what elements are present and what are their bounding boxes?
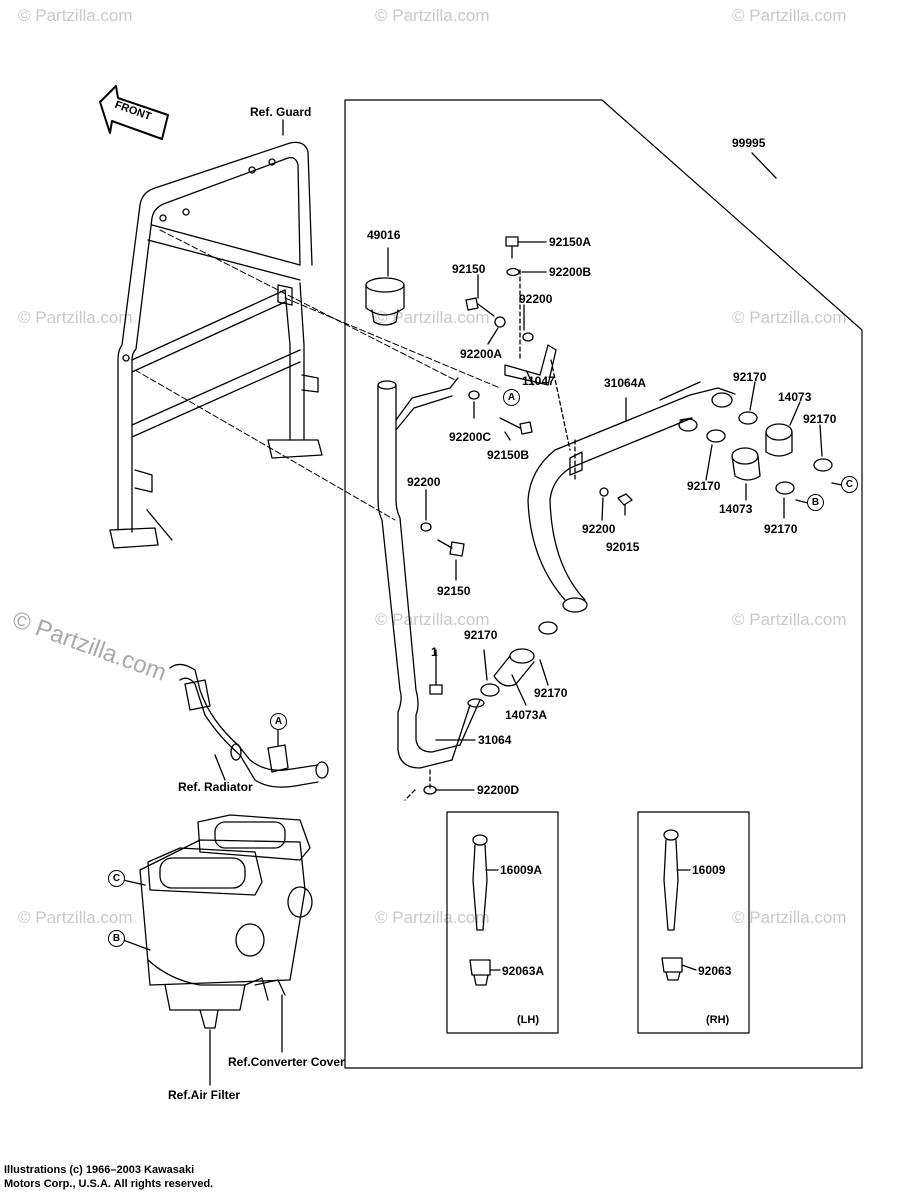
bolt-92150A [505,236,519,259]
hose-14073-b [731,447,761,481]
part-label-31064A: 31064A [604,376,647,390]
part-label-14073-a: 14073 [778,390,812,404]
part-label-1: 1 [431,645,438,659]
watermark: © Partzilla.com [375,610,490,629]
breather-tube-a [527,381,736,613]
hose-14073-a [765,423,793,457]
bolt-92150B [499,417,533,435]
part-label-92170-c: 92170 [687,479,721,493]
dipstick-16009A [469,834,491,986]
part-label-92015: 92015 [606,540,640,554]
part-label-92200-left: 92200 [407,475,441,489]
part-label-16009: 16009 [692,863,726,877]
clamp-92170-a [738,411,758,425]
watermark: © Partzilla.com [18,308,133,327]
part-label-92200C: 92200C [449,430,492,444]
part-label-99995: 99995 [732,136,766,150]
watermark: © Partzilla.com [732,908,847,927]
ref-radiator-label: Ref. Radiator [178,780,253,794]
copyright-credit: Illustrations (c) 1966–2003 Kawasaki Mot… [4,1163,213,1191]
clamp-92170-f [480,683,500,697]
part-label-31064: 31064 [478,733,512,747]
washer-92200-left [420,522,432,532]
kit-outline [344,99,863,1069]
part-label-92150A: 92150A [549,235,592,249]
callout-b-cover: B [108,930,125,947]
credit-line-2: Motors Corp., U.S.A. All rights reserved… [4,1178,214,1190]
callout-a-radiator: A [270,713,287,730]
washer-92200C [468,390,480,400]
breather-tube [377,377,485,801]
bolt-92150-left [437,539,465,557]
clamp-bracket [504,269,571,451]
clamp-92170-b [706,429,726,443]
rh-box-label: (RH) [706,1014,730,1026]
watermark: © Partzilla.com [732,6,847,25]
watermark: © Partzilla.com [375,908,490,927]
washer-92200 [522,332,534,342]
nut-92015 [617,493,633,506]
bolt-1 [429,659,443,695]
rh-box [637,811,750,1034]
watermark: © Partzilla.com [18,908,133,927]
part-label-92200B: 92200B [549,265,592,279]
front-arrow-icon [99,85,169,140]
dipstick-16009 [661,829,683,981]
part-label-49016: 49016 [367,228,401,242]
part-label-92150B: 92150B [487,448,530,462]
callout-c-hose: C [841,476,858,493]
watermark: © Partzilla.com [732,610,847,629]
guard-frame [109,119,323,549]
part-label-92150: 92150 [452,262,486,276]
ref-air-filter-label: Ref.Air Filter [168,1088,241,1102]
part-label-14073-b: 14073 [719,502,753,516]
clamp-92170-d [775,481,795,495]
clamp-92170-c [813,458,833,472]
part-label-92200D: 92200D [477,783,520,797]
callout-c-cover: C [108,870,125,887]
breather-cap [365,247,405,326]
watermark: © Partzilla.com [375,6,490,25]
converter-cover [139,814,313,1086]
part-label-92170-d: 92170 [764,522,798,536]
part-label-14073A: 14073A [505,708,548,722]
credit-line-1: Illustrations (c) 1966–2003 Kawasaki [4,1164,195,1176]
lh-box-label: (LH) [517,1014,539,1026]
part-label-92063: 92063 [698,964,732,978]
part-label-92170-f: 92170 [534,686,568,700]
callout-a-tube: A [503,389,520,406]
callout-b-hose: B [807,494,824,511]
clamp-92170-e [538,621,558,635]
part-label-92170-e: 92170 [464,628,498,642]
part-label-11047: 11047 [522,374,555,388]
watermark: © Partzilla.com [732,308,847,327]
bolt-92150-top [465,297,495,317]
part-label-92063A: 92063A [502,964,545,978]
watermark: © Partzilla.com [18,6,133,25]
part-label-92200A: 92200A [460,347,503,361]
part-label-92170-a: 92170 [733,370,767,384]
part-label-16009A: 16009A [500,863,543,877]
part-label-92150-left: 92150 [437,584,471,598]
washer-92200-mid [599,487,609,497]
washer-92200B [506,267,520,277]
watermark: © Partzilla.com [375,308,490,327]
ref-guard-label: Ref. Guard [250,105,312,119]
part-label-92200: 92200 [519,292,553,306]
lh-box [446,811,559,1034]
radiator-hose [169,663,329,788]
ref-converter-cover-label: Ref.Converter Cover [228,1055,345,1069]
part-label-92200-mid: 92200 [582,522,616,536]
nut-92200A [494,316,506,328]
part-label-92170-b: 92170 [803,412,837,426]
